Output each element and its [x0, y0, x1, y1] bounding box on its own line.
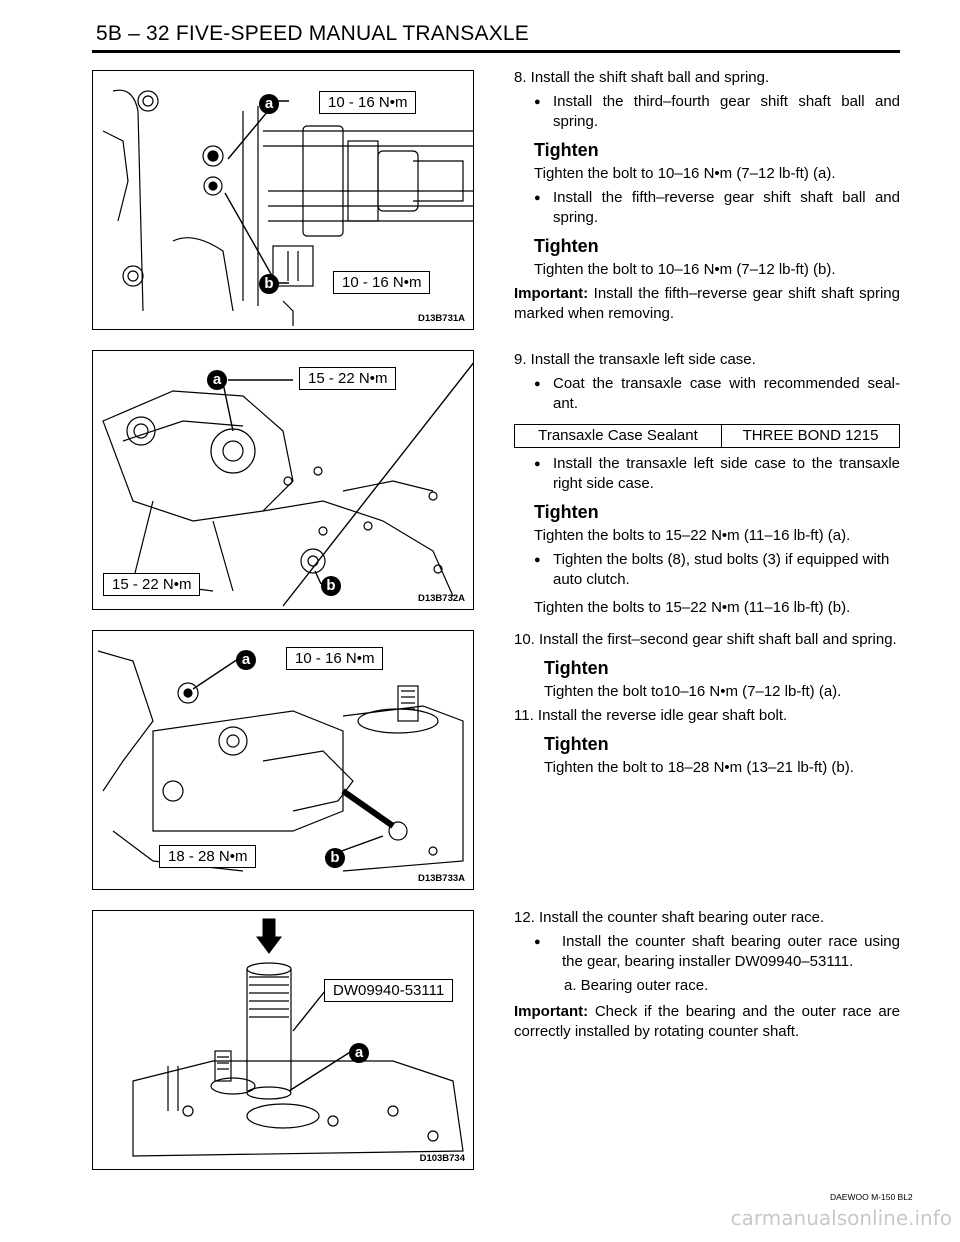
- torque-callout-b: 15 - 22 N•m: [103, 573, 201, 596]
- footer-code: DAEWOO M-150 BL2: [830, 1192, 913, 1202]
- bullet-item: Install the fifth–reverse gear shift sha…: [514, 188, 900, 228]
- important-label: Important:: [514, 285, 589, 302]
- step-8: 8. Install the shift shaft ball and spri…: [514, 68, 900, 324]
- tighten-heading: Tighten: [544, 658, 609, 678]
- step-12: 12. Install the counter shaft bearing ou…: [514, 908, 900, 1042]
- important-note: Important: Install the fifth–reverse gea…: [514, 284, 900, 324]
- callout-letter-b: b: [321, 576, 341, 596]
- figure-left-side-case: a 15 - 22 N•m 15 - 22 N•m b D13B732A: [92, 350, 474, 610]
- tighten-heading: Tighten: [544, 734, 609, 754]
- sealant-spec-table: Transaxle Case Sealant THREE BOND 1215: [513, 424, 900, 448]
- tighten-heading: Tighten: [534, 140, 599, 160]
- tool-callout: DW09940-53111: [324, 979, 454, 1002]
- callout-letter-b: b: [259, 274, 279, 294]
- torque-callout-a: 10 - 16 N•m: [286, 647, 384, 670]
- callout-letter-a: a: [349, 1043, 369, 1063]
- callout-letter-a: a: [259, 94, 279, 114]
- callout-letter-a: a: [236, 650, 256, 670]
- step-title: 12. Install the counter shaft bearing ou…: [514, 909, 825, 926]
- figure-code: D13B732A: [418, 593, 465, 604]
- tighten-text: Tighten the bolt to 18–28 N•m (13–21 lb-…: [544, 759, 854, 776]
- spec-value: THREE BOND 1215: [721, 424, 900, 448]
- step-9: 9. Install the transaxle left side case.…: [513, 350, 900, 622]
- figure-code: D13B731A: [418, 313, 465, 324]
- torque-callout-a: 10 - 16 N•m: [319, 91, 417, 114]
- step-title: 10. Install the first–second gear shift …: [514, 631, 897, 648]
- torque-callout-b: 18 - 28 N•m: [159, 845, 257, 868]
- spec-label: Transaxle Case Sealant: [513, 424, 723, 448]
- figure-bearing-installer: DW09940-53111 a D103B734: [92, 910, 474, 1170]
- tighten-text: Tighten the bolt to10–16 N•m (7–12 lb-ft…: [544, 683, 842, 700]
- important-note: Important: Check if the bearing and the …: [514, 1002, 900, 1042]
- bullet-item: Install the counter shaft bearing outer …: [514, 932, 900, 972]
- tighten-heading: Tighten: [534, 236, 599, 256]
- page-header-title: 5B – 32 FIVE-SPEED MANUAL TRANSAXLE: [96, 22, 529, 45]
- tighten-text: Tighten the bolts to 15–22 N•m (11–16 lb…: [534, 527, 851, 544]
- step-title: 9. Install the transaxle left side case.: [514, 351, 756, 368]
- important-text: Check if the bearing and the outer race …: [514, 1003, 900, 1040]
- header-rule: [92, 50, 900, 53]
- tighten-text: Tighten the bolts to 15–22 N•m (11–16 lb…: [534, 599, 851, 616]
- transaxle-illustration-2: [102, 362, 473, 607]
- figure-first-second-gear-shaft: a 10 - 16 N•m 18 - 28 N•m b D13B733A: [92, 630, 474, 890]
- sub-item: a. Bearing outer race.: [564, 977, 709, 994]
- important-text: Install the fifth–reverse gear shift sha…: [514, 285, 900, 322]
- figure-shift-shaft-ball: a 10 - 16 N•m b 10 - 16 N•m D13B731A: [92, 70, 474, 330]
- transaxle-illustration-3: [97, 650, 464, 872]
- figure-code: D103B734: [419, 1153, 465, 1164]
- callout-letter-b: b: [325, 848, 345, 868]
- step-title: 11. Install the reverse idle gear shaft …: [514, 707, 788, 724]
- callout-letter-a: a: [207, 370, 227, 390]
- bullet-item: Tighten the bolts (8), stud bolts (3) if…: [514, 550, 900, 590]
- torque-callout-a: 15 - 22 N•m: [299, 367, 397, 390]
- tighten-heading: Tighten: [534, 502, 599, 522]
- step-10-11: 10. Install the first–second gear shift …: [514, 630, 900, 782]
- bearing-installer-illustration: [132, 918, 464, 1157]
- transaxle-illustration-1: [102, 89, 473, 326]
- bullet-item: Coat the transaxle case with recommended…: [514, 374, 900, 414]
- bullet-item: Install the third–fourth gear shift shaf…: [514, 92, 900, 132]
- watermark: carmanualsonline.info: [730, 1206, 952, 1230]
- important-label: Important:: [514, 1003, 589, 1020]
- step-title: 8. Install the shift shaft ball and spri…: [514, 69, 770, 86]
- bullet-item: Install the transaxle left side case to …: [514, 454, 900, 494]
- tighten-text: Tighten the bolt to 10–16 N•m (7–12 lb-f…: [534, 165, 836, 182]
- tighten-text: Tighten the bolt to 10–16 N•m (7–12 lb-f…: [534, 261, 836, 278]
- torque-callout-b: 10 - 16 N•m: [333, 271, 431, 294]
- figure-code: D13B733A: [418, 873, 465, 884]
